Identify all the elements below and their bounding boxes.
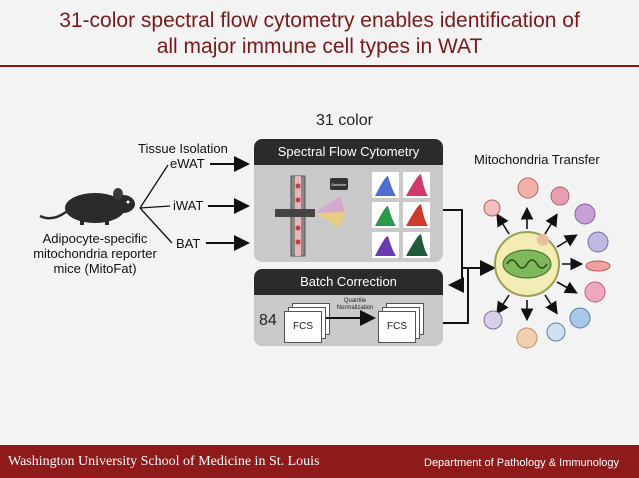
- detector-label: Detector: [331, 182, 347, 187]
- tissue-bat-label: BAT: [176, 236, 201, 251]
- sample-count: 84: [259, 312, 277, 329]
- slide-title: 31-color spectral flow cytometry enables…: [0, 8, 639, 60]
- mouse-caption-line-3: mice (MitoFat): [53, 261, 137, 276]
- spectral-flow-panel: Spectral Flow Cytometry: [254, 139, 443, 262]
- mouse-caption-line-1: Adipocyte-specific: [42, 231, 148, 246]
- mitochondria-transfer-title: Mitochondria Transfer: [474, 152, 600, 167]
- quantile-normalization-label: Quantile Normalization: [331, 298, 379, 312]
- tissue-iwat-label: iWAT: [173, 198, 204, 213]
- panel-connectors: [443, 209, 496, 324]
- mouse-icon: [39, 188, 135, 225]
- quantile-label: Quantile: [343, 298, 367, 304]
- tissue-ewat-label: eWAT: [170, 156, 205, 171]
- adipocyte-cell-icon: [494, 231, 560, 297]
- tissue-branch-lines: [139, 164, 173, 244]
- institution-logo-text: Washington University School of Medicine…: [8, 454, 320, 469]
- color-count-label: 31 color: [316, 112, 373, 129]
- normalization-label: Normalization: [336, 305, 374, 311]
- slide-title-line-1: 31-color spectral flow cytometry enables…: [59, 9, 580, 32]
- title-divider: [0, 65, 639, 67]
- mouse-caption-line-2: mitochondria reporter: [33, 246, 157, 261]
- transfer-arrows: [496, 206, 584, 322]
- flow-cell-illustration: Detector: [275, 175, 348, 257]
- fcs-file-before: FCS: [284, 311, 322, 343]
- fcs-file-after: FCS: [378, 311, 416, 343]
- slide-title-line-2: all major immune cell types in WAT: [156, 35, 483, 58]
- immune-cell-icons: [483, 177, 611, 349]
- mouse-caption: Adipocyte-specific mitochondria reporter…: [20, 231, 170, 276]
- spectral-panel-title: Spectral Flow Cytometry: [254, 139, 443, 165]
- footer-bar: [0, 445, 639, 478]
- spectral-histograms: [372, 172, 430, 258]
- batch-panel-title: Batch Correction: [254, 269, 443, 295]
- tissue-isolation-label: Tissue Isolation: [138, 141, 228, 156]
- department-label: Department of Pathology & Immunology: [424, 457, 620, 469]
- tissue-arrows: [206, 156, 250, 251]
